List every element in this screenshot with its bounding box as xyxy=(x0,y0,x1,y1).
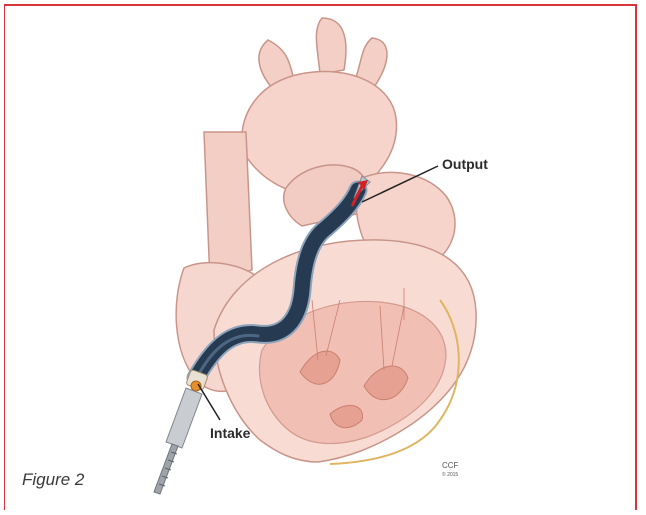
figure-caption: Figure 2 xyxy=(22,470,84,490)
credit-org: CCF xyxy=(442,461,459,470)
credit-year: © 2015 xyxy=(442,471,458,478)
output-label: Output xyxy=(442,156,488,172)
superior-vena-cava xyxy=(204,132,252,282)
pump-shaft xyxy=(154,388,202,494)
intake-label: Intake xyxy=(210,425,251,441)
